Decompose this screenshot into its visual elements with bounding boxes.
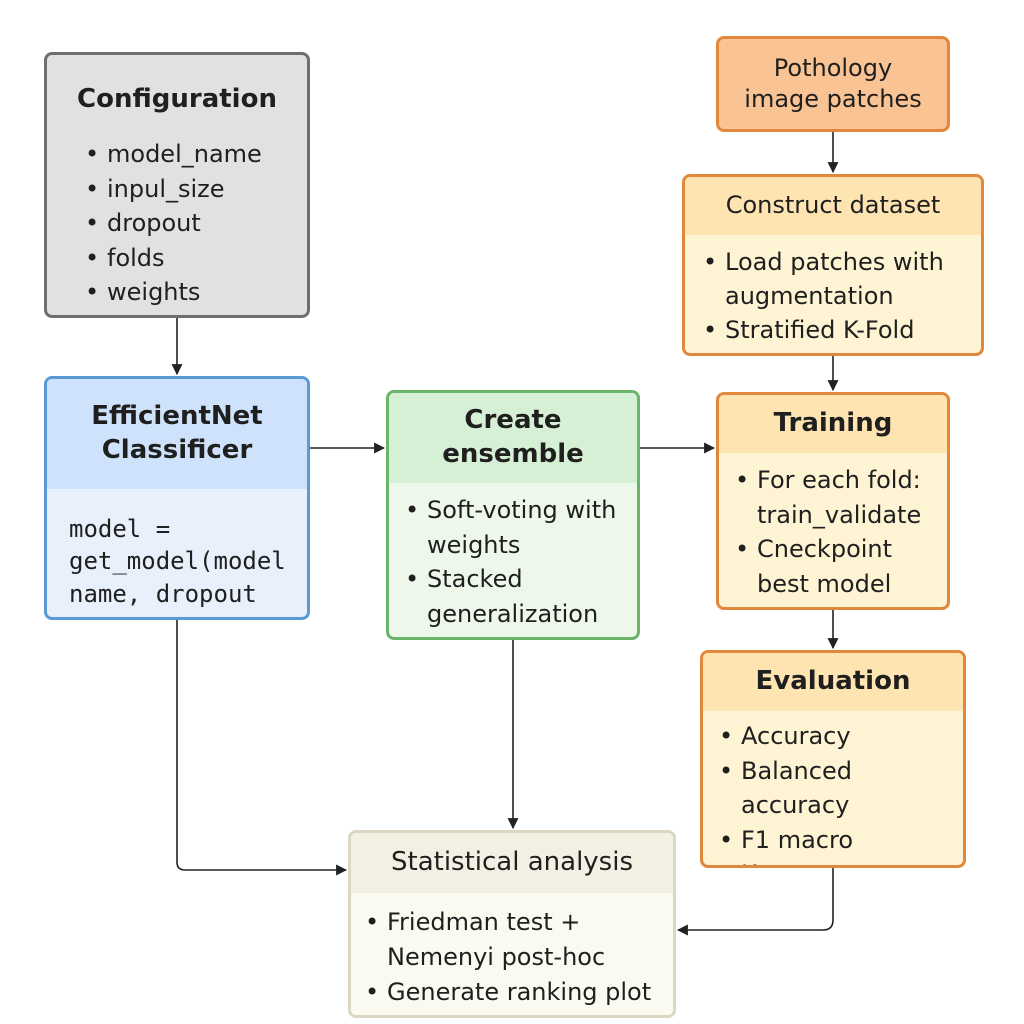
config-item-dropout: dropout: [85, 206, 307, 241]
configuration-box: Configuration model_name inpul_size drop…: [44, 52, 310, 318]
evaluation-box: Evaluation Accuracy Balanced accuracy F1…: [700, 650, 966, 868]
stats-item-friedman: Friedman test + Nemenyi post-hoc: [365, 905, 673, 975]
arrow-effnet-to-stats: [176, 620, 348, 876]
efficientnet-title: EfficientNet Classificer: [47, 379, 307, 489]
training-list: For each fold: train_validate Cneckpoint…: [719, 453, 947, 601]
evaluation-item-f1-macro: F1 macro: [719, 823, 963, 858]
statistical-analysis-list: Friedman test + Nemenyi post-hoc Generat…: [351, 893, 673, 1010]
ensemble-item-soft-voting: Soft-voting with weights: [405, 493, 637, 562]
configuration-list: model_name inpul_size dropout folds weig…: [47, 137, 307, 310]
config-item-weights: weights: [85, 275, 307, 310]
evaluation-list: Accuracy Balanced accuracy F1 macro Kapp…: [703, 711, 963, 865]
construct-dataset-list: Load patches with augmentation Stratifie…: [685, 235, 981, 347]
statistical-analysis-title: Statistical analysis: [351, 833, 673, 893]
evaluation-title: Evaluation: [703, 653, 963, 711]
pathology-patches-box: Pothology image patches: [716, 36, 950, 132]
training-title: Training: [719, 395, 947, 453]
config-item-input-size: inpul_size: [85, 172, 307, 207]
dataset-item-load-patches: Load patches with augmentation: [703, 245, 981, 313]
evaluation-item-accuracy: Accuracy: [719, 719, 963, 754]
efficientnet-classifier-box: EfficientNet Classificer model = get_mod…: [44, 376, 310, 620]
training-item-checkpoint: Cneckpoint best model: [735, 532, 947, 601]
stats-item-ranking-plot: Generate ranking plot: [365, 975, 673, 1010]
training-item-each-fold: For each fold: train_validate: [735, 463, 947, 532]
configuration-title: Configuration: [77, 84, 277, 115]
efficientnet-code: model = get_model(model name, dropout: [69, 515, 286, 608]
evaluation-item-kappa: Kappa: [719, 857, 963, 865]
pathology-patches-label: Pothology image patches: [744, 53, 922, 113]
statistical-analysis-box: Statistical analysis Friedman test + Nem…: [348, 830, 676, 1018]
construct-dataset-title: Construct dataset: [685, 177, 981, 235]
construct-dataset-box: Construct dataset Load patches with augm…: [682, 174, 984, 356]
evaluation-item-balanced-accuracy: Balanced accuracy: [719, 754, 963, 823]
dataset-item-stratified-kfold: Stratified K-Fold: [703, 313, 981, 347]
ensemble-item-stacked: Stacked generalization: [405, 562, 637, 631]
training-box: Training For each fold: train_validate C…: [716, 392, 950, 610]
ensemble-list: Soft-voting with weights Stacked general…: [389, 483, 637, 631]
config-item-model-name: model_name: [85, 137, 307, 172]
create-ensemble-box: Create ensemble Soft-voting with weights…: [386, 390, 640, 640]
config-item-folds: folds: [85, 241, 307, 276]
arrow-evaluation-to-stats: [676, 868, 834, 936]
ensemble-title: Create ensemble: [389, 393, 637, 483]
